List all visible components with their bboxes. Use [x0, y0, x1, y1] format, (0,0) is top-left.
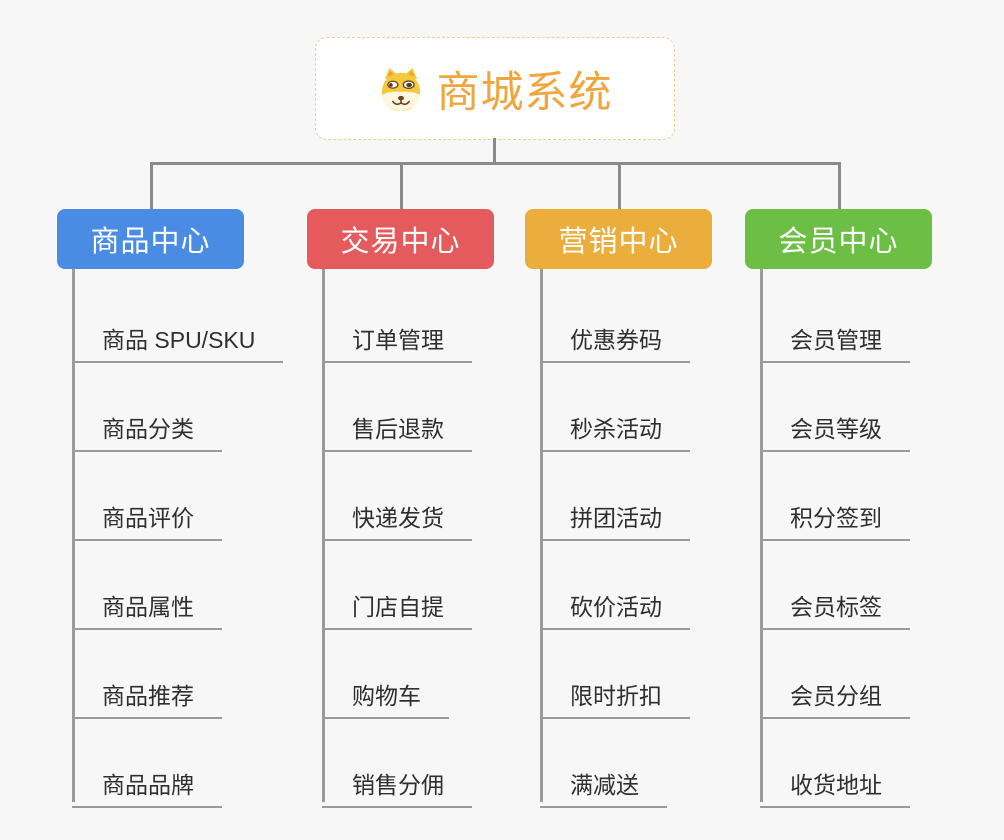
- leaf-label: 会员标签: [790, 594, 882, 620]
- leaf-node[interactable]: 商品品牌: [72, 756, 222, 808]
- branch-trunk-line: [322, 269, 325, 802]
- branch-label: 商品中心: [90, 226, 211, 258]
- connector-line: [618, 162, 621, 209]
- doge-icon: [378, 66, 424, 112]
- leaf-node[interactable]: 优惠券码: [540, 311, 690, 363]
- leaf-node[interactable]: 会员管理: [760, 311, 910, 363]
- leaf-node[interactable]: 快递发货: [322, 489, 472, 541]
- leaf-label: 快递发货: [352, 505, 444, 531]
- leaf-node[interactable]: 限时折扣: [540, 667, 690, 719]
- root-node[interactable]: 商城系统: [315, 37, 675, 140]
- leaf-node[interactable]: 秒杀活动: [540, 400, 690, 452]
- leaf-node[interactable]: 商品属性: [72, 578, 222, 630]
- leaf-node[interactable]: 砍价活动: [540, 578, 690, 630]
- branch-label: 营销中心: [558, 226, 679, 258]
- leaf-label: 会员分组: [790, 683, 882, 709]
- branch-node-2[interactable]: 交易中心: [307, 209, 494, 269]
- branch-label: 交易中心: [340, 226, 461, 258]
- leaf-label: 秒杀活动: [570, 416, 662, 442]
- branch-label: 会员中心: [778, 226, 899, 258]
- leaf-label: 砍价活动: [570, 594, 662, 620]
- leaf-label: 售后退款: [352, 416, 444, 442]
- branch-node-3[interactable]: 营销中心: [525, 209, 712, 269]
- connector-line: [400, 162, 403, 209]
- leaf-node[interactable]: 商品 SPU/SKU: [72, 311, 284, 363]
- connector-line: [838, 162, 841, 209]
- root-label: 商城系统: [436, 68, 613, 117]
- leaf-node[interactable]: 销售分佣: [322, 756, 472, 808]
- leaf-label: 拼团活动: [570, 505, 662, 531]
- leaf-node[interactable]: 购物车: [322, 667, 449, 719]
- leaf-label: 会员管理: [790, 327, 882, 353]
- leaf-label: 商品推荐: [102, 683, 194, 709]
- leaf-node[interactable]: 会员等级: [760, 400, 910, 452]
- leaf-node[interactable]: 会员分组: [760, 667, 910, 719]
- leaf-label: 商品分类: [102, 416, 194, 442]
- connector-line: [150, 162, 841, 165]
- branch-trunk-line: [72, 269, 75, 802]
- leaf-node[interactable]: 商品评价: [72, 489, 222, 541]
- leaf-label: 限时折扣: [570, 683, 662, 709]
- leaf-label: 优惠券码: [570, 327, 662, 353]
- leaf-label: 积分签到: [790, 505, 882, 531]
- leaf-label: 订单管理: [352, 327, 444, 353]
- leaf-label: 商品品牌: [102, 772, 194, 798]
- leaf-node[interactable]: 积分签到: [760, 489, 910, 541]
- leaf-label: 购物车: [352, 683, 421, 709]
- branch-node-4[interactable]: 会员中心: [745, 209, 932, 269]
- leaf-label: 销售分佣: [352, 772, 444, 798]
- branch-node-1[interactable]: 商品中心: [57, 209, 244, 269]
- leaf-node[interactable]: 商品推荐: [72, 667, 222, 719]
- connector-line: [493, 138, 496, 165]
- leaf-node[interactable]: 订单管理: [322, 311, 472, 363]
- branch-trunk-line: [540, 269, 543, 802]
- connector-line: [150, 162, 153, 209]
- leaf-label: 会员等级: [790, 416, 882, 442]
- leaf-node[interactable]: 售后退款: [322, 400, 472, 452]
- leaf-node[interactable]: 门店自提: [322, 578, 472, 630]
- leaf-node[interactable]: 收货地址: [760, 756, 910, 808]
- leaf-node[interactable]: 满减送: [540, 756, 667, 808]
- leaf-label: 满减送: [570, 772, 639, 798]
- leaf-node[interactable]: 拼团活动: [540, 489, 690, 541]
- leaf-label: 商品属性: [102, 594, 194, 620]
- leaf-label: 收货地址: [790, 772, 882, 798]
- leaf-node[interactable]: 会员标签: [760, 578, 910, 630]
- leaf-label: 门店自提: [352, 594, 444, 620]
- leaf-label: 商品评价: [102, 505, 194, 531]
- branch-trunk-line: [760, 269, 763, 802]
- leaf-node[interactable]: 商品分类: [72, 400, 222, 452]
- leaf-label: 商品 SPU/SKU: [102, 327, 256, 353]
